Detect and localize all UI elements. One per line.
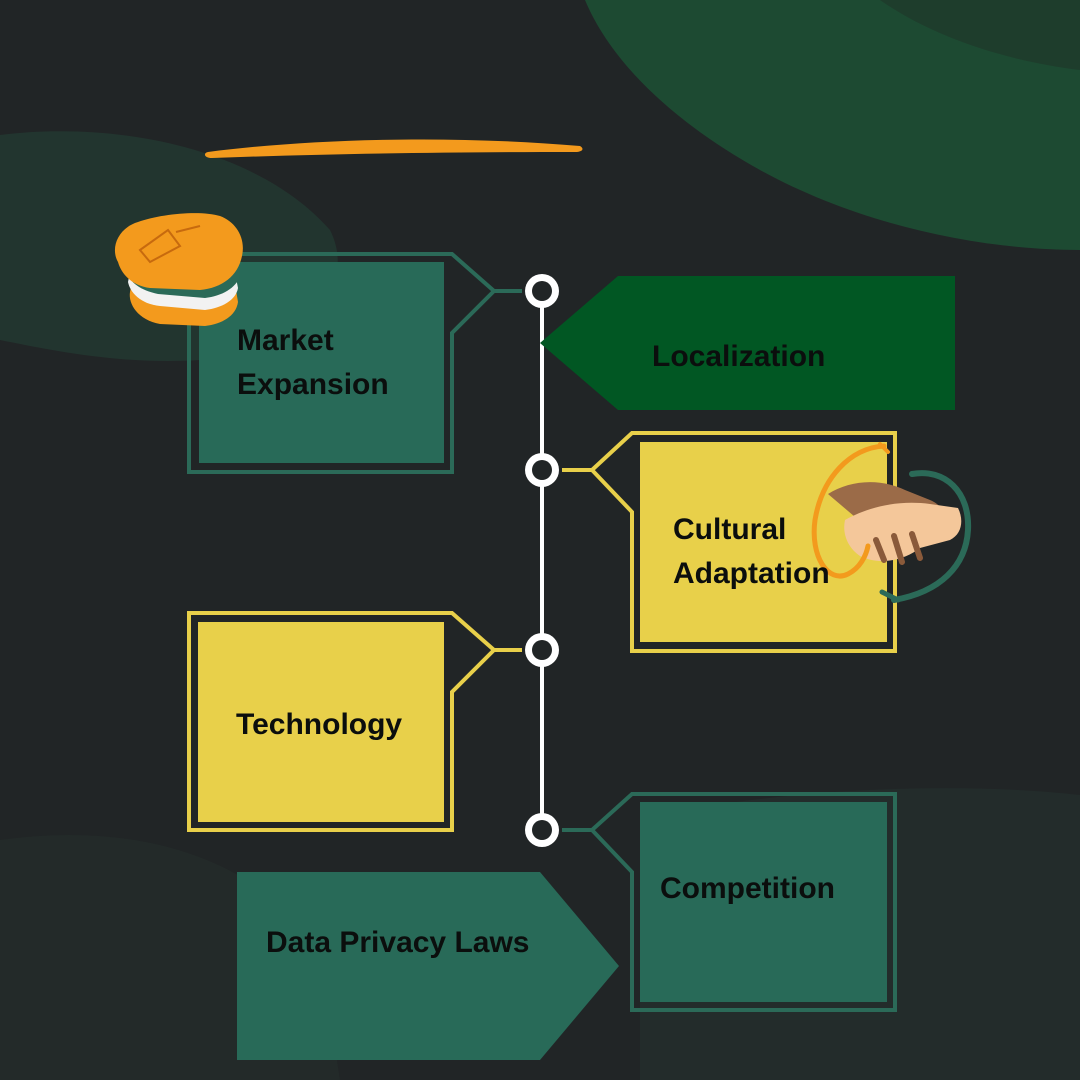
stacked-books-icon: [114, 213, 243, 326]
market-expansion-line2: Expansion: [237, 368, 389, 401]
node-data-privacy-laws-shape: [237, 872, 619, 1060]
market-expansion-line1: Market: [237, 324, 334, 357]
node-technology-label: Technology: [236, 708, 403, 741]
node-localization-label: Localization: [652, 340, 826, 373]
node-competition-label: Competition: [660, 872, 835, 905]
node-data-privacy-laws-label: Data Privacy Laws: [266, 926, 530, 959]
cultural-adaptation-line2: Adaptation: [673, 557, 830, 590]
cultural-adaptation-line1: Cultural: [673, 513, 787, 546]
node-localization-shape: [540, 276, 955, 410]
node-cultural-adaptation-shape: [562, 431, 897, 653]
bg-blob-top-right: [585, 0, 1080, 250]
node-market-expansion-label: Market Expansion: [237, 319, 389, 407]
node-cultural-adaptation-label: Cultural Adaptation: [673, 508, 830, 596]
bg-blob-top-right-inner: [880, 0, 1080, 70]
node-technology-shape: [187, 611, 522, 832]
handshake-icon: [811, 442, 972, 603]
node-competition-shape: [562, 792, 897, 1012]
node-market-expansion-shape: [187, 252, 522, 474]
orange-brush-stroke: [204, 139, 583, 158]
